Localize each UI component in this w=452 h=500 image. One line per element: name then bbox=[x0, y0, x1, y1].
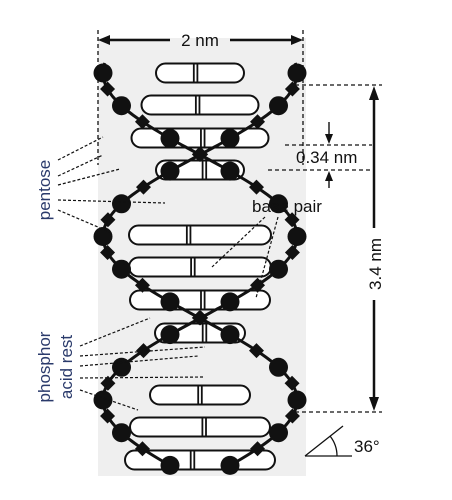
phosphor-leader-lines bbox=[79, 317, 206, 411]
phosphate-group bbox=[284, 375, 300, 391]
base-pair-leader-lines bbox=[211, 216, 279, 299]
phosphate-group bbox=[191, 310, 207, 326]
base-pair bbox=[129, 416, 271, 438]
pentose-sugar bbox=[112, 423, 131, 443]
pentose-label: pentose bbox=[35, 160, 54, 221]
phosphate-group bbox=[284, 212, 300, 228]
phosphate-group bbox=[284, 245, 300, 260]
base-pair bbox=[129, 289, 271, 311]
pentose-sugar bbox=[287, 227, 307, 246]
rise-dimension bbox=[268, 122, 372, 188]
base-pair bbox=[128, 224, 272, 246]
base-pair-label: base pair bbox=[252, 197, 322, 216]
phosphate-group bbox=[100, 408, 116, 424]
phosphate-group bbox=[248, 179, 264, 195]
pentose-sugar bbox=[112, 96, 131, 116]
phosphate-group bbox=[136, 179, 152, 195]
phosphate-group bbox=[193, 146, 209, 162]
pentose-leader-lines bbox=[57, 136, 166, 234]
pentose-sugar bbox=[287, 390, 307, 410]
pentose-sugar bbox=[112, 259, 131, 279]
phosphate-group bbox=[134, 114, 150, 130]
pentose-sugar bbox=[269, 96, 288, 116]
angle-indicator bbox=[304, 425, 352, 457]
pentose-sugar bbox=[269, 423, 288, 443]
phosphate-group bbox=[248, 343, 264, 359]
base-pair bbox=[149, 384, 251, 406]
angle-label: 36° bbox=[354, 437, 380, 456]
phosphate-group bbox=[100, 81, 116, 97]
pentose-sugar bbox=[93, 63, 113, 83]
base-pair bbox=[128, 256, 272, 278]
width-label: 2 nm bbox=[181, 31, 219, 50]
pentose-sugar bbox=[93, 227, 113, 246]
phosphate-group bbox=[100, 245, 116, 260]
phosphate-group bbox=[134, 277, 150, 293]
pentose-sugar bbox=[220, 292, 240, 312]
pentose-sugar bbox=[220, 128, 240, 148]
phosphate-group bbox=[134, 441, 150, 457]
pitch-dimension bbox=[295, 84, 382, 413]
phosphate-group bbox=[250, 441, 266, 457]
phosphate-group bbox=[100, 375, 116, 391]
phosphate-group bbox=[100, 212, 116, 228]
phosphor-label-line1: phosphor bbox=[35, 331, 54, 402]
phosphate-group bbox=[250, 277, 266, 293]
pentose-sugar bbox=[93, 390, 113, 410]
pentose-sugar bbox=[160, 325, 180, 345]
pentose-sugar bbox=[160, 161, 180, 181]
pentose-sugar bbox=[287, 63, 307, 83]
pentose-sugar bbox=[220, 325, 240, 345]
pentose-sugar bbox=[220, 455, 240, 475]
phosphate-group bbox=[250, 114, 266, 130]
pentose-sugar bbox=[112, 357, 131, 377]
pitch-label: 3.4 nm bbox=[366, 238, 385, 290]
width-dimension bbox=[97, 30, 304, 165]
base-pair bbox=[155, 62, 245, 84]
pentose-sugar bbox=[160, 128, 180, 148]
pentose-sugar bbox=[269, 357, 288, 377]
pentose-sugar bbox=[160, 455, 180, 475]
pentose-sugar bbox=[269, 194, 288, 214]
rise-label: 0.34 nm bbox=[296, 148, 357, 167]
helix-structure bbox=[93, 62, 307, 475]
pentose-sugar bbox=[112, 194, 131, 214]
pentose-sugar bbox=[220, 161, 240, 181]
phosphor-label-line2: acid rest bbox=[57, 335, 76, 400]
pentose-sugar bbox=[269, 259, 288, 279]
phosphate-group bbox=[136, 343, 152, 359]
pentose-sugar bbox=[160, 292, 180, 312]
base-pair bbox=[130, 127, 270, 149]
